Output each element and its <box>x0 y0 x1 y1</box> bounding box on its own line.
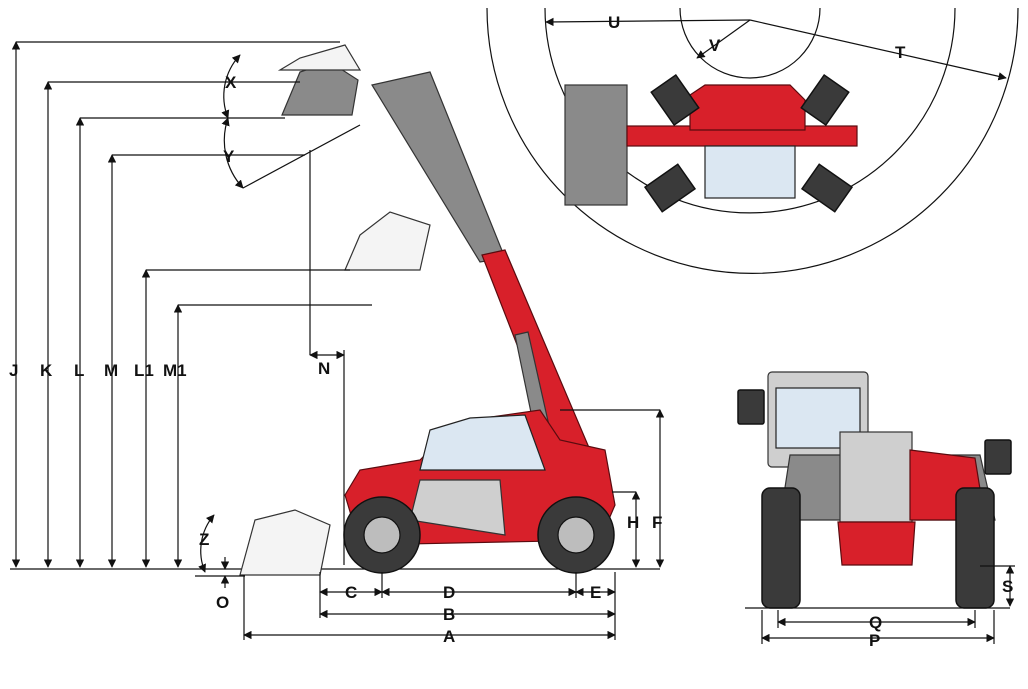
label-Q: Q <box>869 613 882 632</box>
dim-arc-X <box>221 54 241 119</box>
label-E: E <box>590 583 601 602</box>
dim-line-T <box>749 19 1007 81</box>
top-wheel-rear-left <box>650 73 700 127</box>
front-right-mirror <box>984 439 1012 475</box>
label-T: T <box>895 43 906 62</box>
label-B: B <box>443 605 455 624</box>
front-view: S Q P <box>737 371 1015 650</box>
front-carriage <box>839 431 913 523</box>
top-bucket <box>564 84 628 206</box>
top-cab-roof <box>704 145 796 199</box>
top-view: U V T <box>486 7 1019 275</box>
inner-turning-arc <box>679 7 821 79</box>
label-K: K <box>40 361 53 380</box>
label-V: V <box>709 36 721 55</box>
label-D: D <box>443 583 455 602</box>
side-view: J K L M L1 M1 X Y N Z O <box>9 41 665 646</box>
label-Y: Y <box>223 147 235 166</box>
label-L1: L1 <box>134 361 154 380</box>
label-N: N <box>318 359 330 378</box>
label-L: L <box>74 361 84 380</box>
cab-window <box>419 414 546 471</box>
label-A: A <box>443 627 455 646</box>
front-right-wheel <box>955 487 995 609</box>
outer-turning-arc <box>486 7 1019 275</box>
top-wheel-front-left <box>643 163 697 213</box>
top-engine-cover <box>689 84 806 131</box>
front-wheel-rim <box>363 516 401 554</box>
bucket-ground <box>239 509 331 576</box>
label-X: X <box>225 73 237 92</box>
dim-line-U <box>545 17 751 27</box>
label-J: J <box>9 361 18 380</box>
top-wheel-front-right <box>800 163 854 213</box>
label-M1: M1 <box>163 361 187 380</box>
label-S: S <box>1002 577 1013 596</box>
dim-arc-Z <box>198 514 215 573</box>
front-left-wheel <box>761 487 801 609</box>
cab-lower-panel <box>409 479 506 536</box>
front-left-mirror <box>737 389 765 425</box>
dim-arc-Y <box>221 117 244 189</box>
ext-line-Y <box>242 124 361 189</box>
bucket-max-height <box>281 61 359 116</box>
front-counterweight <box>837 521 916 566</box>
bucket-max-height-dumped-ghost <box>277 44 362 71</box>
rear-wheel-rim <box>557 516 595 554</box>
label-O: O <box>216 593 229 612</box>
label-F: F <box>652 513 662 532</box>
label-U: U <box>608 13 620 32</box>
bucket-mid-height <box>344 211 431 271</box>
top-wheel-rear-right <box>800 73 850 127</box>
label-H: H <box>627 513 639 532</box>
dim-line-V <box>696 19 751 59</box>
label-M: M <box>104 361 118 380</box>
label-C: C <box>345 583 357 602</box>
label-P: P <box>869 631 880 650</box>
label-Z: Z <box>199 530 209 549</box>
